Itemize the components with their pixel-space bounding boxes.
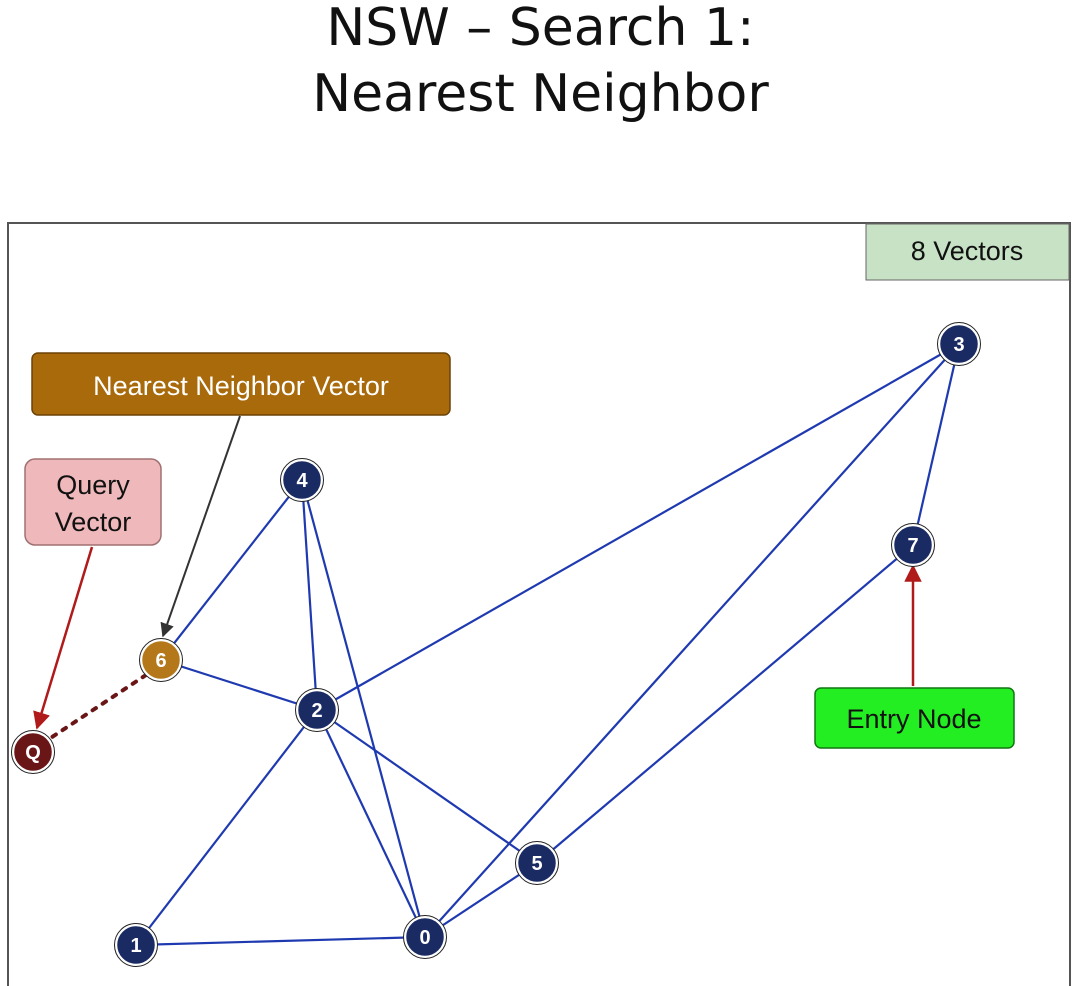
edge-5-7 bbox=[536, 544, 914, 864]
node-label: 7 bbox=[907, 535, 918, 557]
title-line-1: NSW – Search 1: bbox=[326, 0, 755, 58]
node-5: 5 bbox=[515, 841, 559, 885]
edge-4-6 bbox=[160, 479, 303, 661]
graph-nodes: 0 1 2 3 4 5 6 7Q bbox=[11, 322, 981, 967]
node-2: 2 bbox=[295, 688, 339, 732]
edge-2-5 bbox=[316, 709, 538, 864]
edge-0-3 bbox=[424, 343, 960, 938]
node-label: 1 bbox=[130, 935, 141, 957]
node-label: 3 bbox=[953, 334, 964, 356]
query-vector-callout: Query Vector bbox=[24, 458, 162, 546]
node-3: 3 bbox=[937, 322, 981, 366]
node-label: 5 bbox=[531, 853, 542, 875]
node-0: 0 bbox=[403, 915, 447, 959]
edge-1-0 bbox=[135, 935, 426, 947]
entry-node-label: Entry Node bbox=[846, 704, 981, 734]
node-4: 4 bbox=[280, 458, 324, 502]
edge-1-2 bbox=[135, 709, 318, 946]
query-vector-label-line1: Query bbox=[56, 470, 130, 500]
node-7: 7 bbox=[891, 523, 935, 567]
entry-node-callout: Entry Node bbox=[814, 687, 1015, 749]
node-1: 1 bbox=[114, 923, 158, 967]
title-line-2: Nearest Neighbor bbox=[312, 64, 769, 124]
edge-2-3 bbox=[316, 343, 960, 711]
diagram-frame bbox=[7, 222, 1071, 986]
edge-2-0 bbox=[316, 709, 426, 938]
nearest-neighbor-label: Nearest Neighbor Vector bbox=[93, 371, 389, 401]
graph-edges bbox=[135, 343, 961, 947]
vector-count-label: 8 Vectors bbox=[911, 236, 1024, 266]
edge-7-3 bbox=[911, 343, 961, 546]
node-label: 2 bbox=[311, 700, 322, 722]
node-label: Q bbox=[25, 742, 41, 764]
nearest-neighbor-callout: Nearest Neighbor Vector bbox=[31, 352, 451, 416]
edge-2-4 bbox=[300, 479, 319, 711]
query-neighbor-link bbox=[38, 673, 148, 747]
query-vector-label-line2: Vector bbox=[55, 507, 132, 537]
edge-4-0 bbox=[300, 479, 427, 938]
nearest-neighbor-arrow bbox=[160, 415, 241, 638]
node-label: 4 bbox=[296, 470, 308, 492]
node-6: 6 bbox=[139, 638, 183, 682]
query-node: Q bbox=[11, 730, 55, 774]
node-label: 6 bbox=[155, 650, 166, 672]
edge-6-2 bbox=[160, 658, 318, 712]
edge-0-5 bbox=[424, 862, 538, 938]
node-label: 0 bbox=[419, 927, 430, 949]
query-vector-arrow bbox=[33, 546, 94, 730]
vector-count-badge: 8 Vectors bbox=[865, 223, 1070, 281]
